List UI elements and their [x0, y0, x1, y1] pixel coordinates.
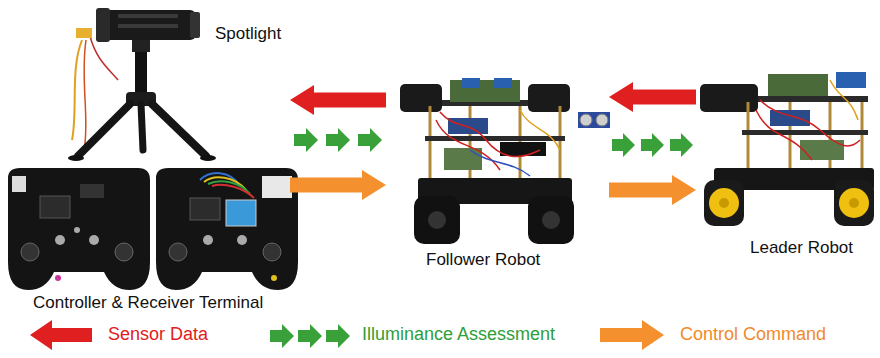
leader-robot-node: Leader Robot — [700, 60, 880, 265]
legend-label: Sensor Data — [108, 324, 208, 346]
chevron-arrow — [326, 128, 350, 152]
chevron-arrow — [641, 133, 664, 157]
controller-illustration — [8, 168, 298, 290]
block-arrow-connector — [609, 175, 696, 205]
block-arrow-connector — [290, 85, 386, 115]
follower-robot-node: Follower Robot — [390, 70, 605, 275]
block-arrow-connector — [290, 170, 386, 200]
legend-samples — [30, 320, 664, 350]
block-arrow — [609, 175, 696, 205]
chevron-arrow — [670, 133, 693, 157]
node-label: Follower Robot — [426, 250, 540, 270]
block-arrow — [290, 85, 386, 115]
triple-arrow-connector — [294, 128, 382, 152]
node-label: Leader Robot — [750, 238, 853, 258]
legend-orange-arrow — [600, 320, 664, 350]
block-arrow — [609, 82, 696, 112]
spotlight-node: Spotlight — [60, 0, 290, 85]
triple-arrow-connector — [612, 133, 693, 157]
controller-node: Controller & Receiver Terminal — [0, 88, 286, 320]
block-arrow — [290, 170, 386, 200]
legend-green-arrows — [270, 324, 350, 348]
node-label: Controller & Receiver Terminal — [33, 293, 263, 313]
follower-robot-illustration — [400, 78, 610, 244]
chevron-arrow — [612, 133, 635, 157]
block-arrow-connector — [609, 82, 696, 112]
node-label: Spotlight — [215, 24, 281, 44]
chevron-arrow — [358, 128, 382, 152]
legend-label: Control Command — [680, 324, 826, 346]
legend-label: Illuminance Assessment — [362, 324, 555, 346]
spotlight-illustration — [68, 8, 216, 161]
leader-robot-illustration — [700, 72, 874, 226]
chevron-arrow — [294, 128, 318, 152]
legend-red-arrow — [30, 320, 92, 350]
